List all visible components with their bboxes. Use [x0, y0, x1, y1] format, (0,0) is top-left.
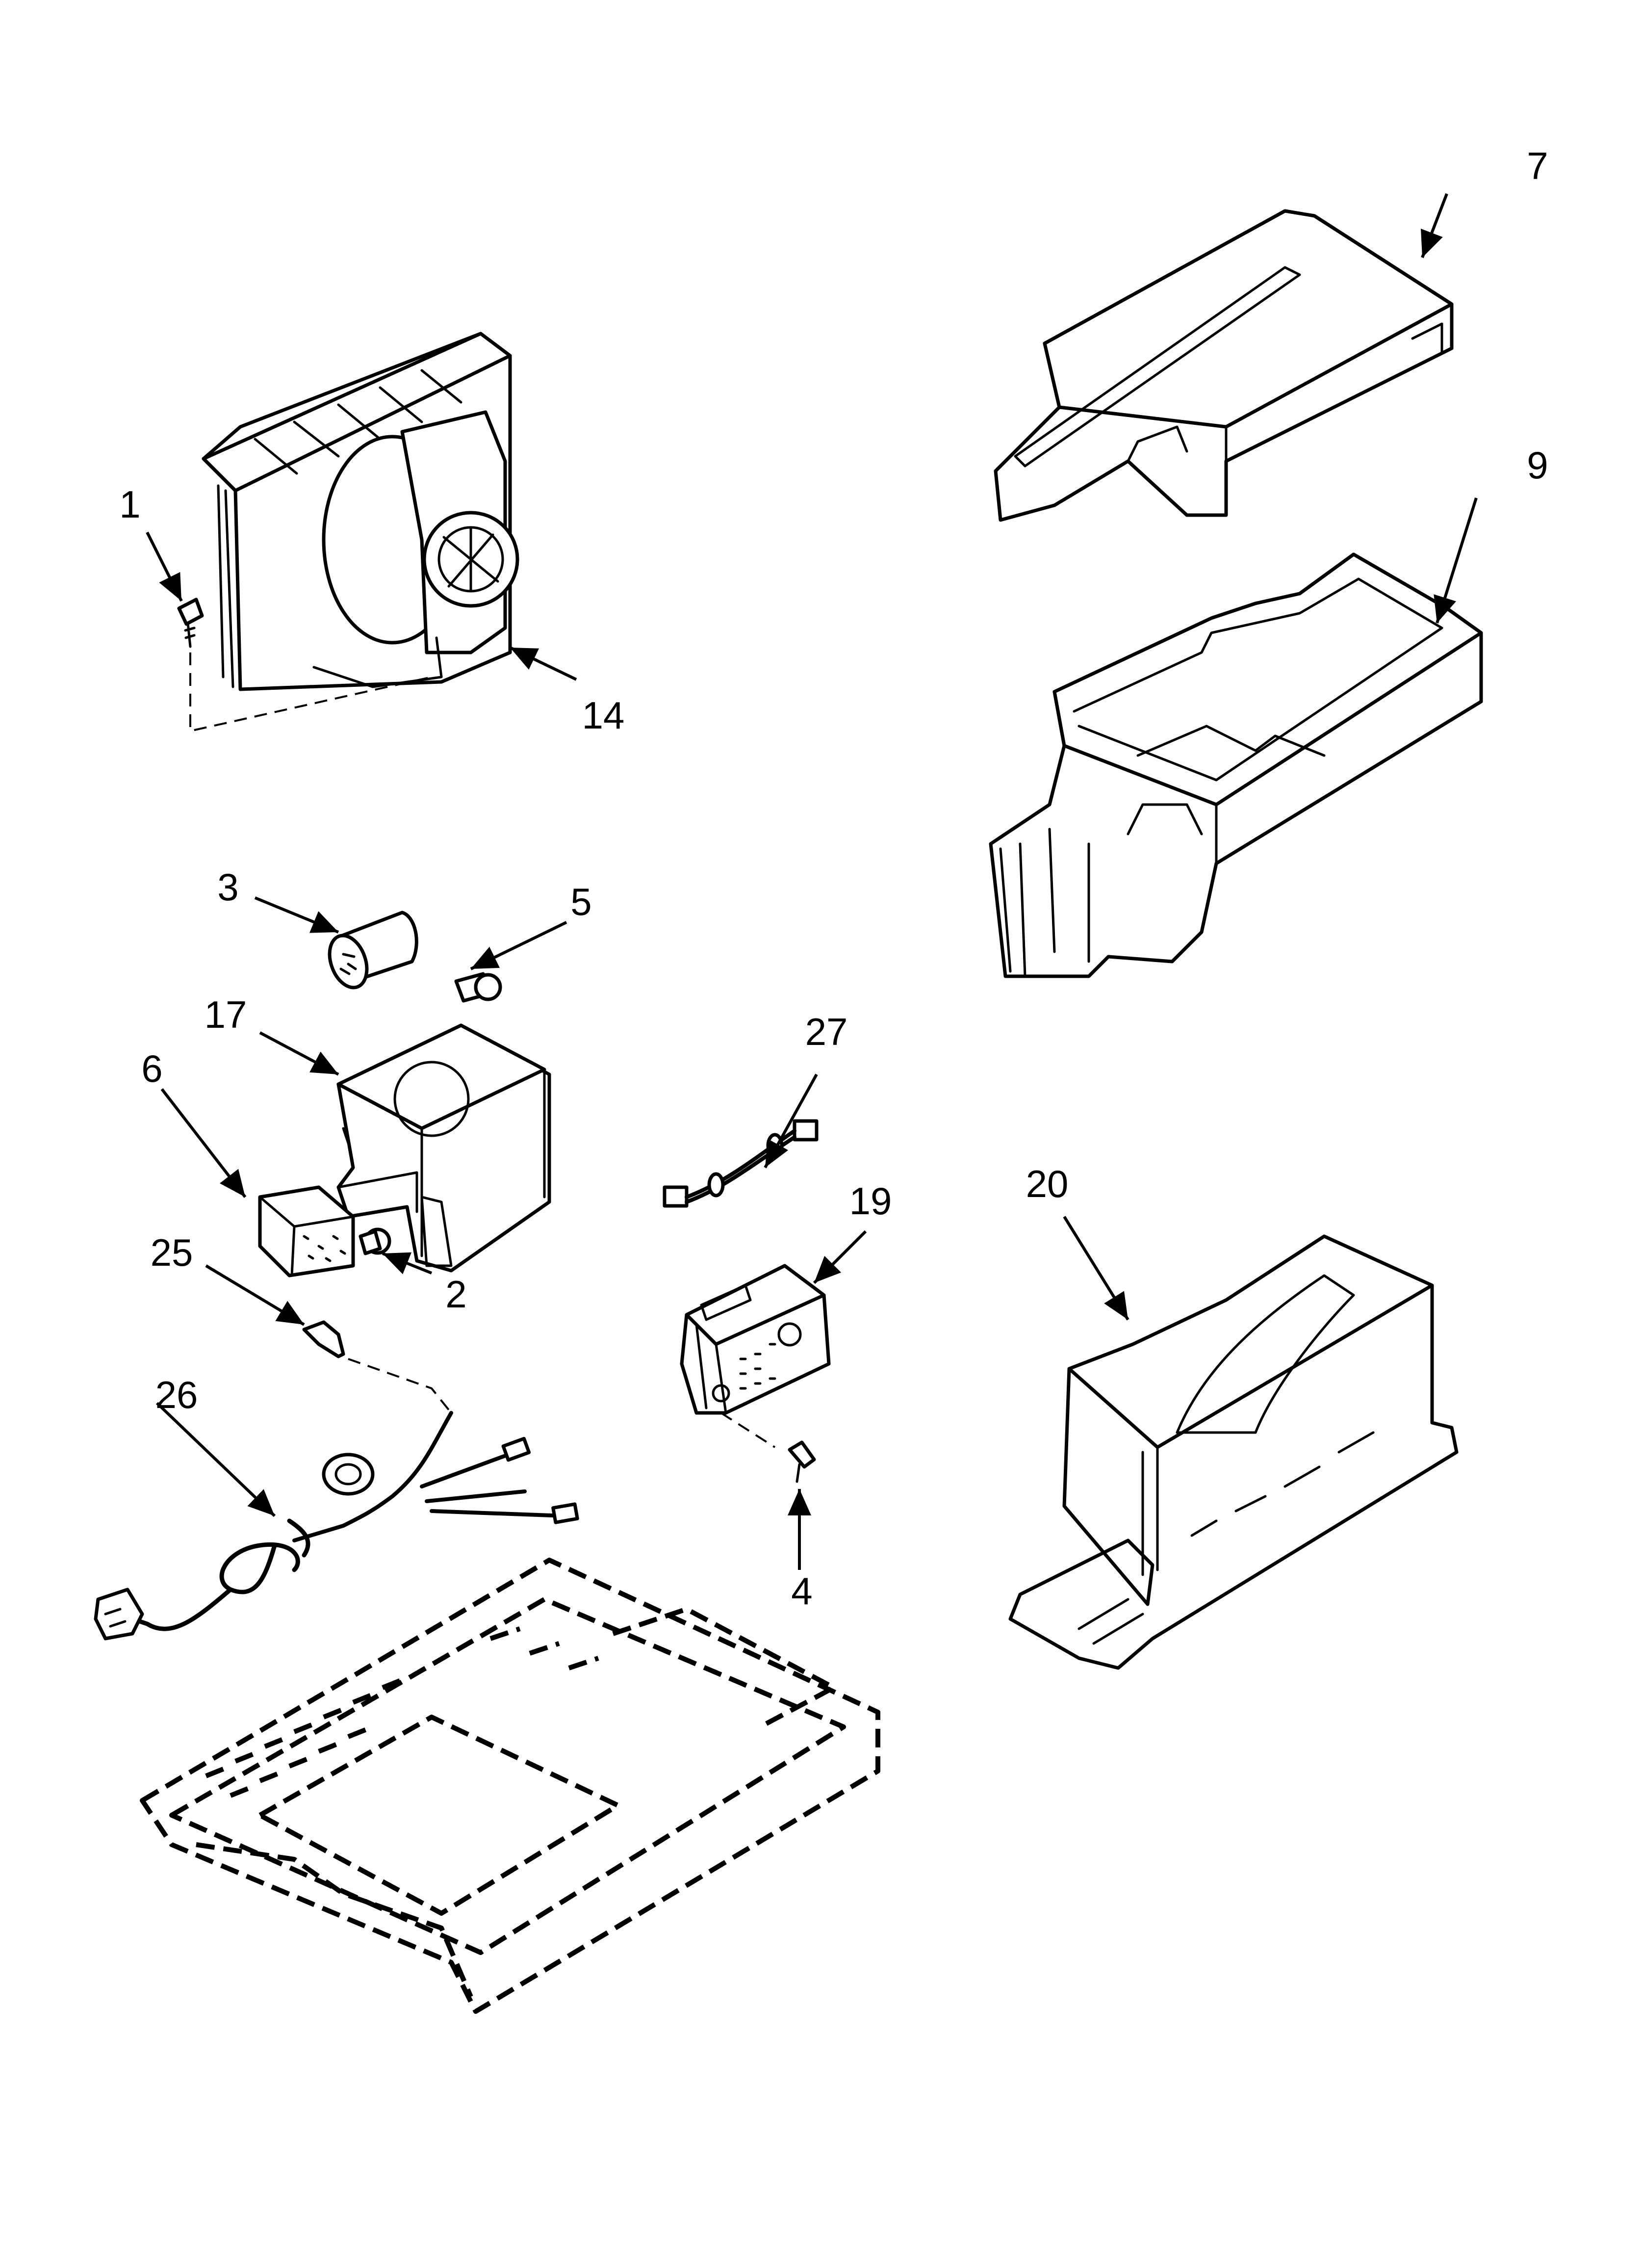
callout-9: 9: [1527, 443, 1548, 487]
power-cord-part-26: [94, 1411, 579, 1641]
callout-3: 3: [217, 865, 238, 909]
screw-part-2: [359, 1227, 391, 1255]
capacitor-part-3: [328, 911, 418, 990]
fan-shroud-part-14: [202, 332, 519, 691]
callout-6: 6: [141, 1047, 162, 1090]
callout-19: 19: [849, 1179, 892, 1223]
top-cover-part-7: [994, 209, 1454, 522]
control-bracket-part-17: [336, 1023, 551, 1273]
callout-26: 26: [155, 1373, 198, 1416]
callout-27: 27: [805, 1010, 848, 1053]
callout-25: 25: [151, 1231, 193, 1274]
callout-17: 17: [205, 993, 247, 1036]
screw-part-1: [177, 598, 432, 732]
base-pan-phantom: [140, 1558, 880, 2014]
callout-5: 5: [570, 880, 591, 923]
wire-jumper-part-27: [663, 1119, 819, 1208]
screw-part-4: [788, 1440, 816, 1483]
ice-bin-housing-part-9: [989, 552, 1483, 978]
callout-labels: 1 14 7 9 3 5 17 6 2 25 26 27 19 4 20: [119, 144, 1548, 1613]
screw-part-25: [302, 1320, 452, 1414]
ice-bucket-part-20: [1008, 1234, 1459, 1670]
leader-lines: [146, 193, 1478, 1570]
callout-20: 20: [1026, 1162, 1069, 1205]
control-board-part-19: [680, 1264, 831, 1448]
screw-part-5: [454, 972, 502, 1003]
callout-1: 1: [119, 483, 140, 526]
callout-14: 14: [582, 694, 625, 737]
callout-7: 7: [1527, 144, 1548, 187]
callout-4: 4: [791, 1569, 812, 1613]
callout-2: 2: [445, 1273, 466, 1316]
filter-pad-part-6: [258, 1185, 355, 1277]
